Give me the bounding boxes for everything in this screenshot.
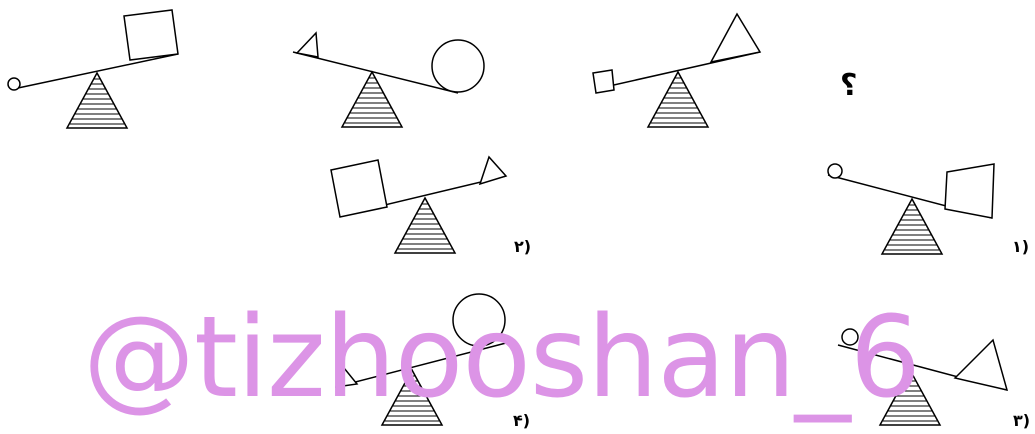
option-2-label: (۲ — [514, 237, 532, 256]
option-4-seesaw — [335, 293, 507, 426]
watermark-text: @tizhooshan_6 — [83, 293, 921, 423]
option-1-label: (۱ — [1012, 237, 1030, 256]
example-1-seesaw — [7, 9, 179, 129]
option-1-seesaw — [827, 163, 995, 255]
example-3-seesaw — [592, 12, 762, 128]
option-2-seesaw — [330, 155, 508, 254]
option-3-label: (۳ — [1013, 411, 1031, 430]
question-mark: ؟ — [840, 68, 858, 103]
option-4-label: (۴ — [513, 411, 531, 430]
option-3-seesaw — [837, 328, 1009, 426]
example-2-seesaw — [292, 31, 485, 128]
